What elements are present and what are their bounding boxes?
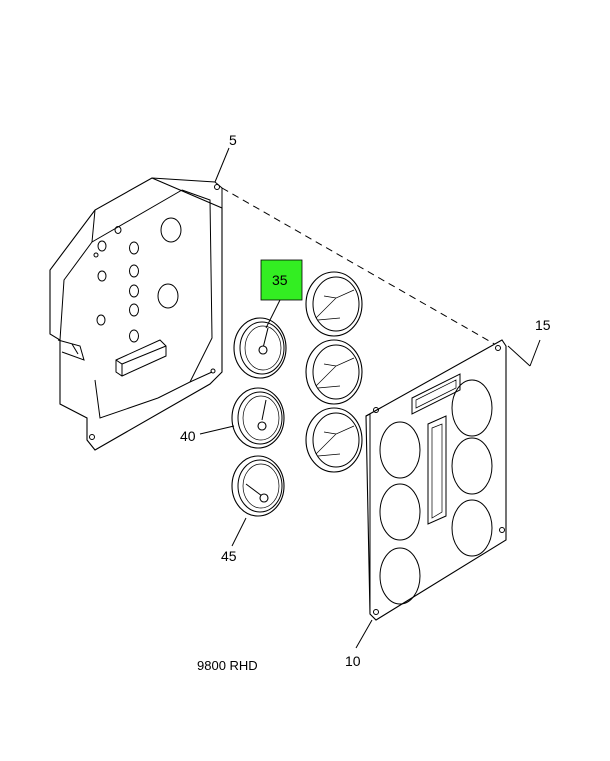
callout-5[interactable]: 5 [229,132,237,148]
blank-gauge-middle [305,339,363,405]
callout-10[interactable]: 10 [345,653,361,669]
gauge-45 [231,455,285,517]
diagram-caption: 9800 RHD [197,658,258,673]
blank-gauge-bottom [305,407,363,473]
callout-40[interactable]: 40 [180,428,196,444]
blank-gauge-top [305,271,363,337]
highlight-box-35 [260,259,303,301]
gauge-40 [231,387,285,449]
leader-lines [199,147,541,649]
callout-35[interactable]: 35 [272,272,288,288]
instrument-housing [49,177,223,451]
callout-15[interactable]: 15 [535,317,551,333]
alignment-line [221,187,499,347]
bezel-panel [365,339,507,621]
gauge-35 [233,317,287,379]
callout-45[interactable]: 45 [221,548,237,564]
